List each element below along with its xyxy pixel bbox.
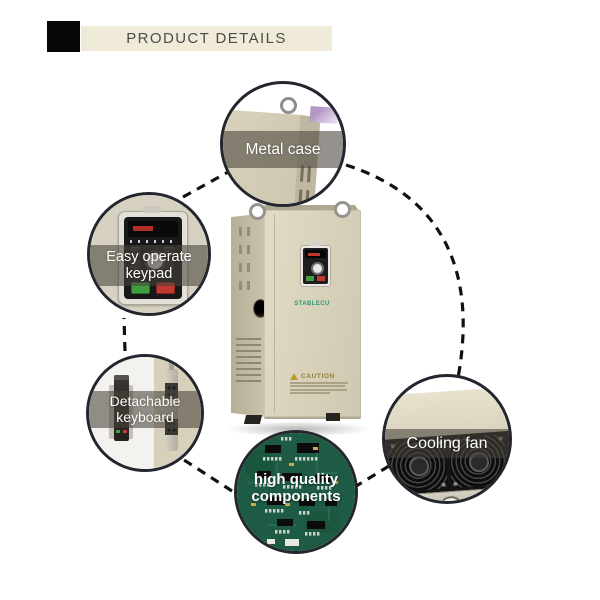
fan-screw: [393, 485, 398, 491]
pcb-graphic: [237, 433, 355, 551]
fan-screw: [453, 481, 458, 486]
fan-hub: [408, 455, 430, 478]
callout-label: Detachable keyboard: [109, 392, 181, 425]
connector-keyboard-to-keypad: [122, 317, 127, 352]
caution-text-line: [290, 385, 345, 387]
callout-easy-keypad: Easy operate keypad: [87, 192, 211, 316]
display-digits: [308, 253, 320, 256]
lifting-eye-bolt: [249, 203, 266, 220]
callout-band: Easy operate keypad: [90, 245, 208, 286]
caution-text-line: [290, 388, 347, 391]
header-accent-block: [47, 21, 80, 52]
bracket-hole: [440, 495, 462, 501]
caution-text-line: [290, 381, 348, 384]
indicator-row: [130, 240, 176, 243]
case-slot: [298, 189, 303, 204]
mounting-foot: [326, 413, 340, 421]
case-slot: [305, 190, 310, 204]
lifting-eye-bolt: [334, 201, 351, 218]
side-vent: [239, 245, 259, 254]
fan-screw: [441, 482, 446, 487]
connector-keypad-to-metalcase: [182, 169, 231, 199]
mounting-foot: [243, 415, 263, 424]
callout-label: Metal case: [245, 140, 321, 158]
connector-metalcase-to-fan: [345, 163, 465, 379]
keypad-display: [128, 221, 178, 237]
keypad-face: [303, 248, 328, 284]
module-cap: [114, 375, 129, 380]
page-title: PRODUCT DETAILS: [126, 30, 287, 47]
keypad-connector-tab: [143, 206, 161, 213]
callout-label: Cooling fan: [406, 434, 488, 452]
case-sticker: [309, 106, 339, 124]
callout-cooling-fan: Cooling fan: [382, 374, 512, 504]
keypad-display: [305, 250, 326, 258]
stop-key-side: [123, 430, 127, 433]
caution-label: CAUTION: [290, 373, 353, 394]
eye-bolt-icon: [280, 97, 297, 114]
inverter-top-face: [259, 205, 361, 214]
side-vent: [239, 281, 259, 290]
callout-band: Detachable keyboard: [89, 391, 201, 428]
keypad-tab: [310, 241, 321, 246]
caution-title: CAUTION: [301, 373, 335, 380]
keypad-dial: [311, 262, 324, 275]
run-key: [306, 276, 314, 281]
side-vent-grille: [236, 338, 261, 386]
connector-fan-to-pcb: [352, 464, 390, 490]
callout-detachable-keyboard: Detachable keyboard: [86, 354, 204, 472]
case-slot: [306, 166, 312, 183]
callout-components: high quality components: [234, 430, 358, 554]
callout-band: Cooling fan: [385, 429, 509, 458]
bracket-stem: [169, 360, 174, 370]
inverter-keypad: [300, 241, 331, 287]
stop-key: [317, 276, 325, 281]
callout-label: Easy operate keypad: [106, 249, 192, 282]
callout-label: high quality components: [251, 471, 341, 506]
run-key-side: [116, 430, 120, 433]
caution-text-line: [290, 392, 330, 394]
warning-triangle-icon: [290, 373, 298, 380]
callout-band: Metal case: [223, 131, 343, 168]
brand-logo: STABLECU: [294, 301, 330, 307]
inverter-product-image: STABLECU CAUTION: [225, 201, 371, 437]
side-vent: [239, 263, 259, 272]
product-shadow: [225, 421, 371, 437]
fan-screw: [501, 478, 506, 483]
display-digits: [133, 226, 153, 231]
door-seam: [274, 214, 275, 413]
side-vent: [239, 227, 259, 236]
case-slot: [299, 165, 305, 182]
header-banner: PRODUCT DETAILS: [81, 26, 332, 51]
callout-metal-case: Metal case: [220, 81, 346, 207]
